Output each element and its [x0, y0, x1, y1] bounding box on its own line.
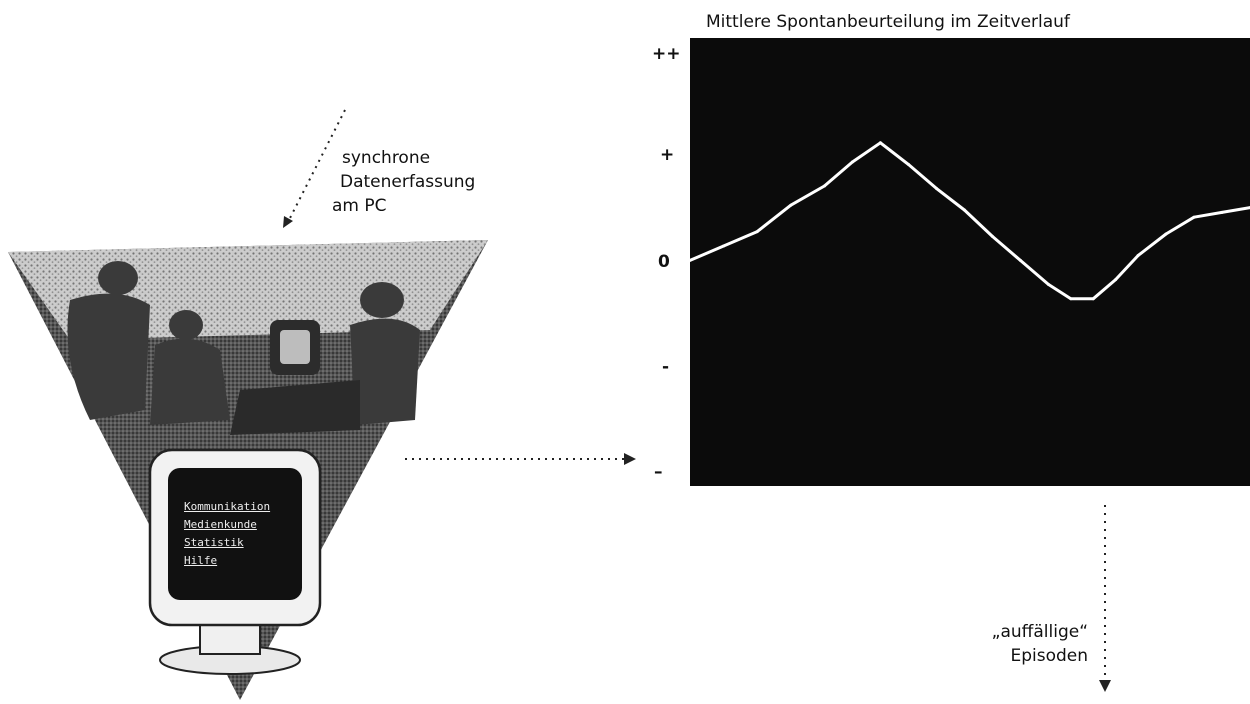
series-point [1091, 297, 1095, 301]
chart-title: Mittlere Spontanbeurteilung im Zeitverla… [706, 12, 1070, 32]
series-point [906, 162, 910, 166]
series-point [962, 208, 966, 212]
series-point [1192, 215, 1196, 219]
sync-arrow-head [283, 216, 293, 228]
series-point [755, 230, 759, 234]
monitor-menu-item: Hilfe [184, 554, 218, 567]
series-point [1164, 232, 1168, 236]
series-line [689, 141, 1250, 301]
computer-monitor [148, 448, 322, 675]
monitor-menu-item: Statistik [184, 536, 244, 549]
series-point [688, 258, 692, 262]
series-point [1114, 278, 1118, 282]
monitor-menu-item: Medienkunde [184, 518, 257, 531]
monitor-menu: Kommunikation Medienkunde Statistik Hilf… [184, 498, 270, 570]
episodes-label-line: „auffällige“ [991, 622, 1088, 642]
series-point [789, 203, 793, 207]
series-point [878, 141, 882, 145]
series-point [934, 186, 938, 190]
series-point [1069, 297, 1073, 301]
series-point [822, 184, 826, 188]
sync-label-line: Datenerfassung [340, 172, 476, 192]
y-tick-label: + [660, 145, 675, 165]
y-tick-label: - [662, 357, 670, 377]
episodes-label-line: Episoden [1010, 646, 1088, 666]
y-tick-label: 0 [658, 252, 670, 272]
series-point [850, 160, 854, 164]
chart-svg [688, 141, 1250, 301]
series-point [1046, 282, 1050, 286]
y-tick-label: – [654, 462, 663, 482]
series-point [990, 234, 994, 238]
series-point [1136, 254, 1140, 258]
people-silhouettes [67, 261, 420, 435]
series-point [1220, 210, 1224, 214]
y-tick-label: ++ [652, 44, 681, 64]
chart-plot-area [688, 38, 1250, 486]
sync-label-line: synchrone [342, 148, 431, 168]
series-point [1018, 258, 1022, 262]
monitor-to-chart-arrow-head [624, 453, 636, 465]
monitor-menu-item: Kommunikation [184, 500, 271, 513]
sync-label-line: am PC [332, 196, 387, 216]
sync-label: synchrone Datenerfassung am PC [332, 146, 476, 218]
series-point [722, 244, 726, 248]
chart-to-episodes-arrow-head [1099, 680, 1111, 692]
episodes-label: „auffällige“ Episoden [958, 620, 1088, 668]
